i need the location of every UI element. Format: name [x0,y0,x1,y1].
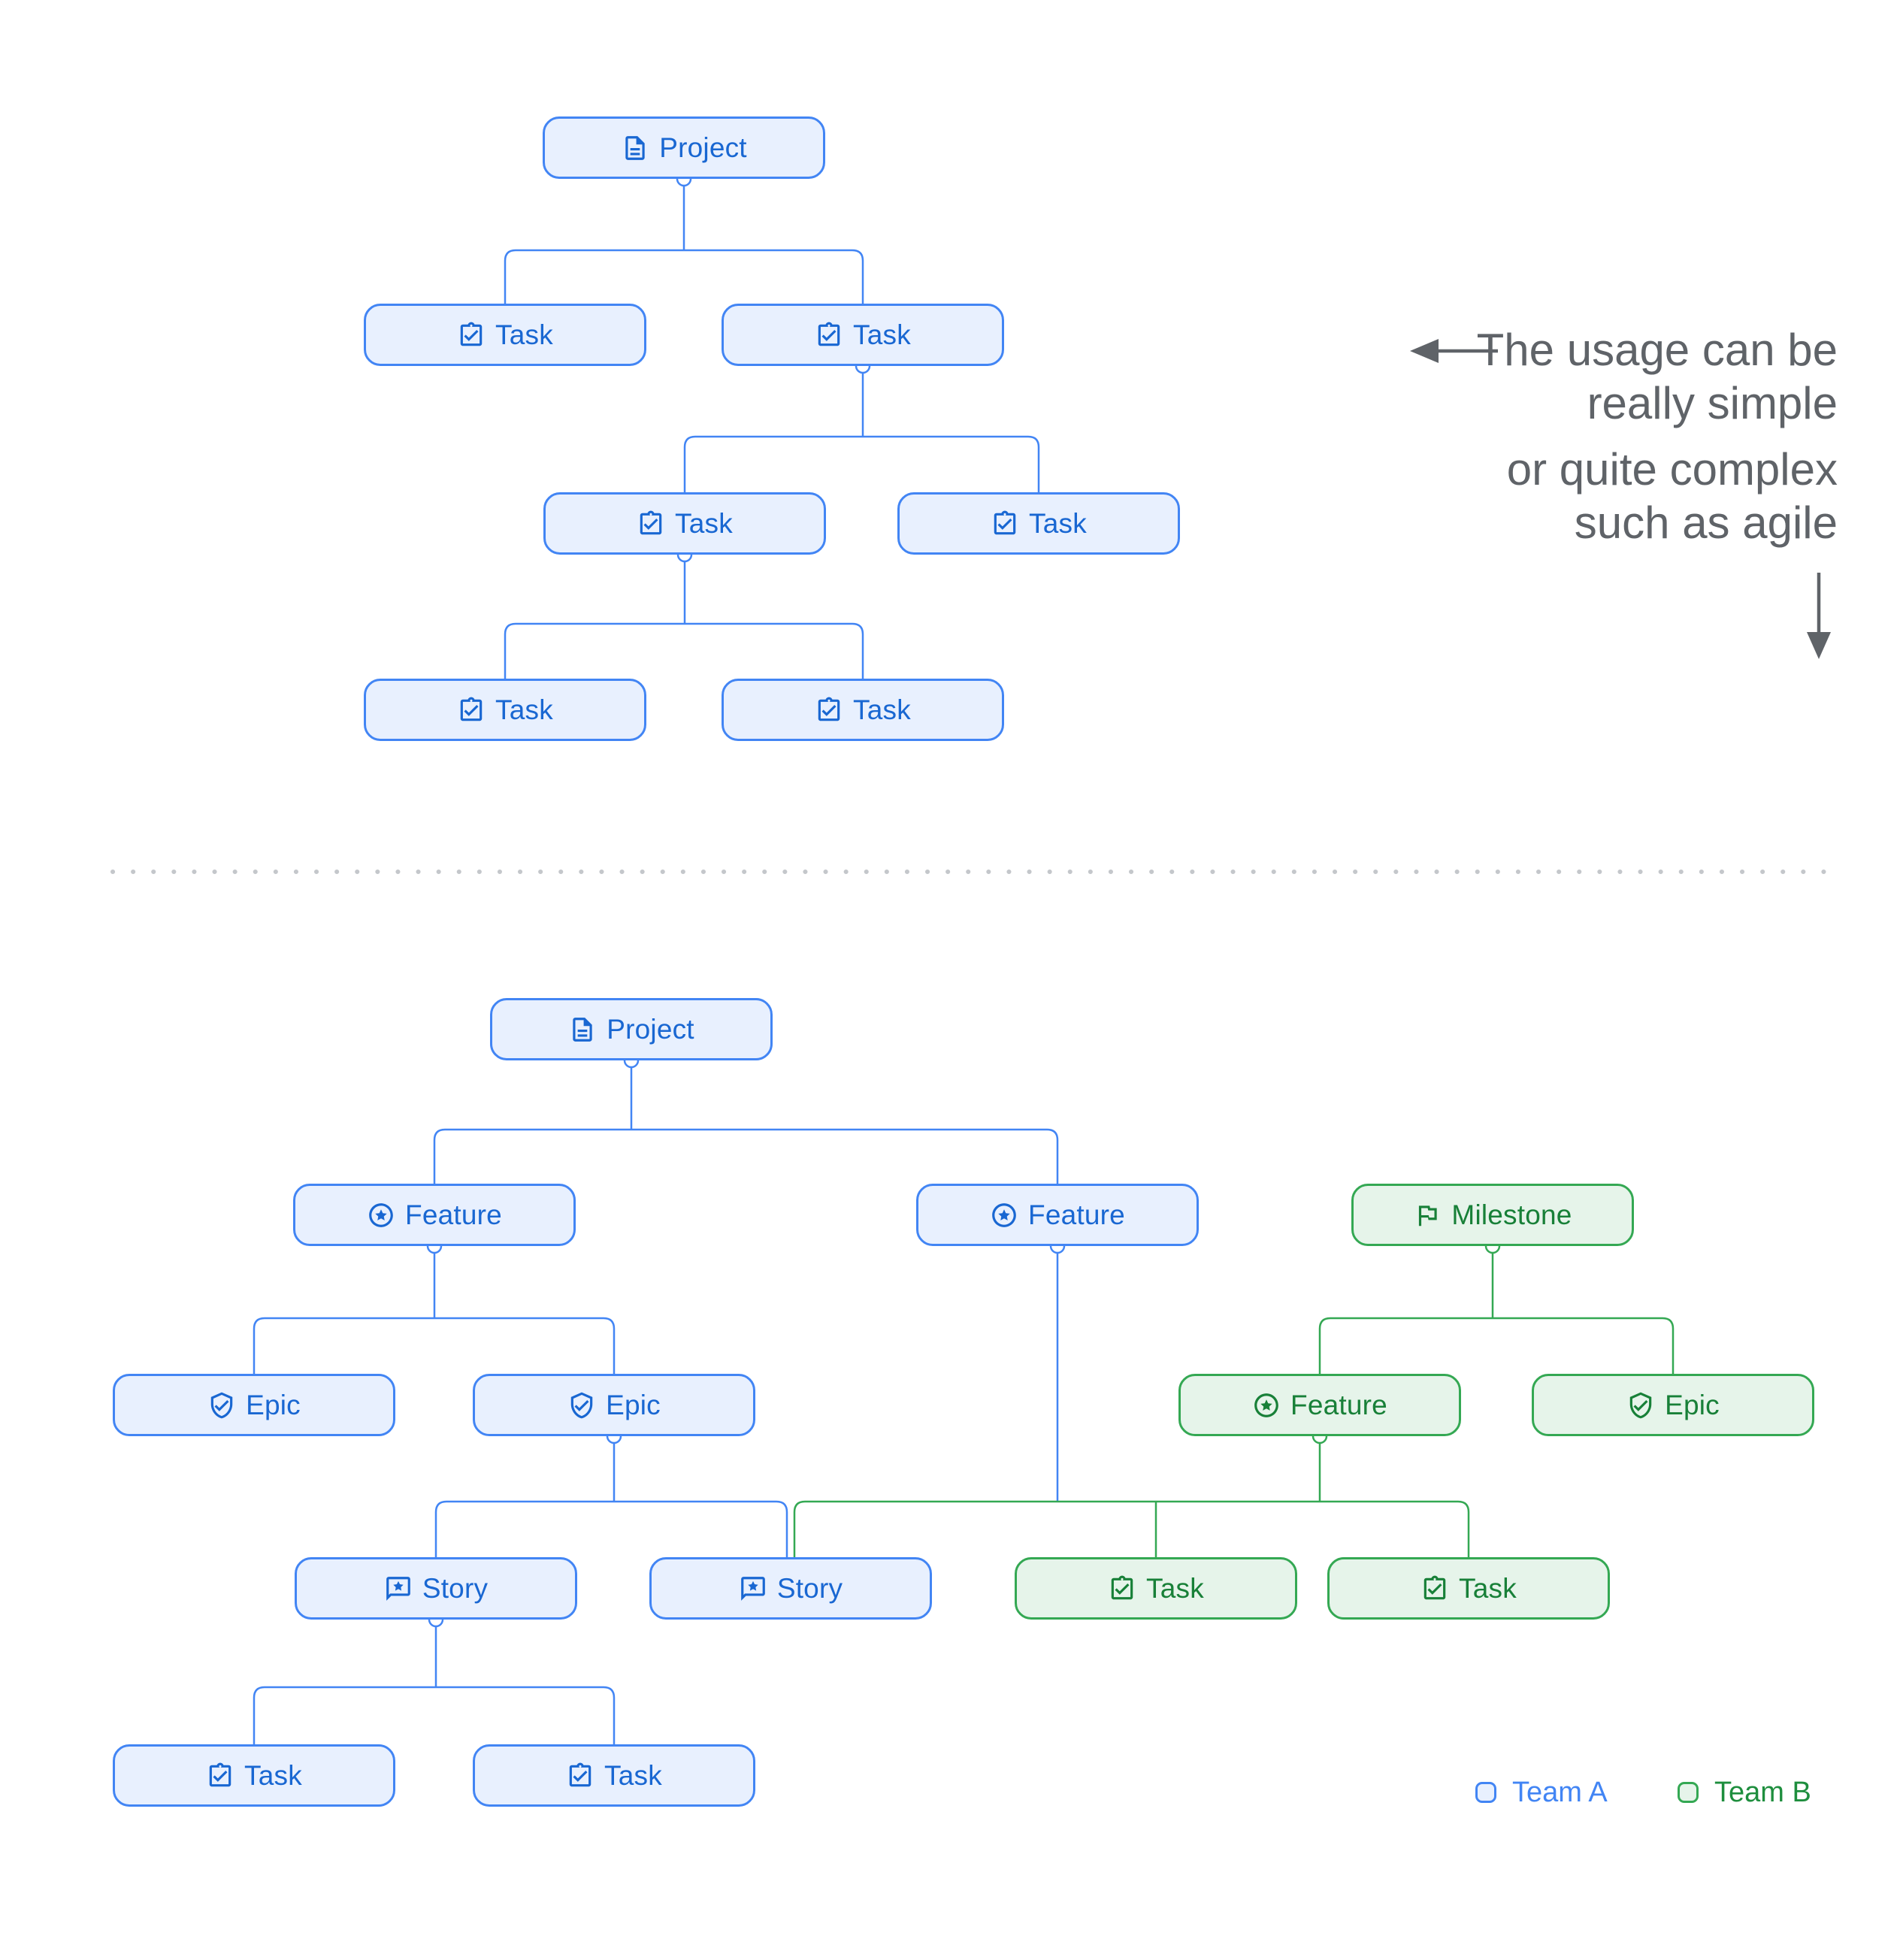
connector-task3-children [504,561,864,679]
feature-icon [367,1201,395,1230]
node-label: Project [607,1013,694,1045]
node-agile-project: Project [490,998,773,1060]
node-agile-milestone: Milestone [1351,1184,1634,1246]
team-a-connectors [253,171,1066,1744]
connector-task2-children [683,373,1040,492]
legend-team-b: Team B [1678,1774,1811,1810]
annotation-line: such as agile [1574,498,1838,548]
team-a-swatch [1475,1782,1496,1803]
node-label: Story [776,1572,843,1604]
connector-project-tasks [504,186,864,304]
connector-project2-features [433,1067,1059,1184]
node-label: Task [853,319,911,350]
node-label: Epic [606,1389,661,1420]
node-label: Task [244,1759,302,1791]
legend-team-a: Team A [1475,1774,1608,1810]
story-icon [384,1574,413,1603]
node-simple-task-6: Task [722,679,1004,741]
node-simple-task-2: Task [722,304,1004,366]
task-icon [566,1762,594,1790]
node-agile-story-2: Story [649,1557,932,1620]
annotation-line: really simple [1587,378,1838,428]
connector-feature1-epics [253,1253,616,1374]
node-simple-task-1: Task [364,304,646,366]
node-agile-task-9: Task [113,1744,395,1807]
task-icon [457,696,486,724]
node-label: Task [604,1759,662,1791]
task-icon [815,321,843,349]
node-label: Feature [405,1199,502,1230]
node-agile-story-1: Story [295,1557,577,1620]
team-a-label: Team A [1512,1776,1608,1808]
annotation-complex: or quite complex such as agile [1507,443,1838,549]
node-simple-task-5: Task [364,679,646,741]
team-b-label: Team B [1714,1776,1811,1808]
epic-icon [567,1391,596,1420]
node-agile-epic-1: Epic [113,1374,395,1436]
annotation-arrows [1410,339,1831,659]
node-simple-project: Project [543,116,825,179]
node-agile-task-7: Task [1015,1557,1297,1620]
document-icon [621,134,649,162]
node-label: Project [659,132,747,163]
feature-icon [990,1201,1018,1230]
annotation-simple: The usage can be really simple [1477,323,1838,430]
node-agile-feature-2: Feature [916,1184,1199,1246]
node-agile-epic-2: Epic [473,1374,755,1436]
task-icon [206,1762,234,1790]
node-label: Task [1459,1572,1517,1604]
story-icon [739,1574,767,1603]
node-simple-task-4: Task [897,492,1180,555]
annotation-line: or quite complex [1506,444,1838,495]
task-icon [1108,1574,1136,1603]
node-label: Feature [1290,1389,1387,1420]
node-label: Task [675,507,733,539]
node-label: Task [495,694,553,725]
task-icon [637,510,665,538]
node-label: Epic [1665,1389,1720,1420]
node-agile-feature-3: Feature [1178,1374,1461,1436]
document-icon [568,1015,597,1044]
node-label: Story [422,1572,489,1604]
node-label: Task [1146,1572,1204,1604]
node-label: Task [495,319,553,350]
node-label: Feature [1028,1199,1125,1230]
flag-icon [1413,1201,1442,1230]
node-label: Milestone [1451,1199,1572,1230]
down-arrow-head [1807,632,1831,659]
node-simple-task-3: Task [543,492,826,555]
node-agile-task-8: Task [1327,1557,1610,1620]
node-agile-epic-3: Epic [1532,1374,1814,1436]
connector-story1-tasks [253,1626,616,1744]
left-arrow-head [1410,339,1439,363]
node-label: Task [853,694,911,725]
task-icon [457,321,486,349]
task-icon [815,696,843,724]
annotation-line: The usage can be [1476,325,1838,375]
connector-green-rail [793,1500,1470,1557]
node-label: Epic [246,1389,301,1420]
node-label: Task [1029,507,1087,539]
team-b-swatch [1678,1782,1699,1803]
node-agile-task-10: Task [473,1744,755,1807]
node-agile-feature-1: Feature [293,1184,576,1246]
task-icon [1420,1574,1449,1603]
task-icon [991,510,1019,538]
connector-epic2-stories [434,1443,788,1557]
connector-milestone-children [1318,1253,1675,1374]
epic-icon [1626,1391,1655,1420]
epic-icon [207,1391,236,1420]
feature-icon [1252,1391,1281,1420]
